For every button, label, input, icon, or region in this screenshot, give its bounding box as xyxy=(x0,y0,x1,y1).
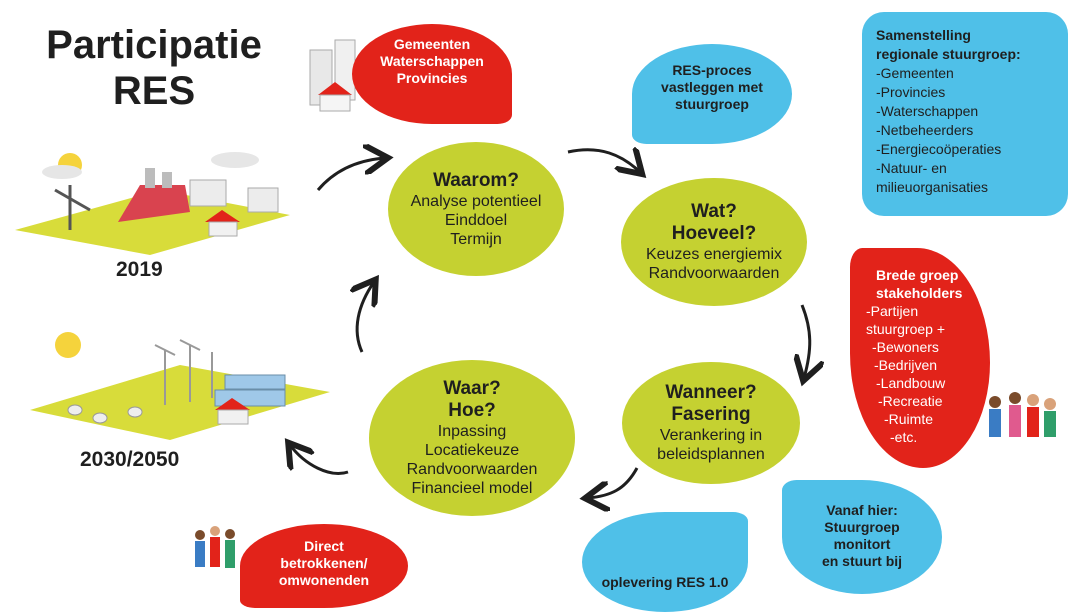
bubble-line: stuurgroep xyxy=(675,96,749,112)
bubble-line: -etc. xyxy=(890,429,918,445)
wanneer-line: beleidsplannen xyxy=(657,446,765,463)
bubble-line: Stuurgroep xyxy=(824,519,900,535)
hoe-heading: Hoe? xyxy=(448,400,496,421)
oplevering-bubble: oplevering RES 1.0 xyxy=(582,512,748,612)
bubble-line: -Partijen xyxy=(866,303,919,319)
waar-line: Inpassing xyxy=(437,423,507,440)
box-line: Samenstelling xyxy=(876,27,971,43)
wanneer-line: Verankering in xyxy=(659,427,763,444)
arrow-to-waarom xyxy=(316,158,385,191)
bubble-line: Waterschappen xyxy=(380,53,484,69)
bubble-line: -Recreatie xyxy=(878,393,943,409)
hoeveel-heading: Hoeveel? xyxy=(671,223,757,244)
box-line: -Energiecoöperaties xyxy=(876,141,1002,157)
res-proces-bubble: RES-proces vastleggen met stuurgroep xyxy=(632,44,792,144)
arrow-to-waar xyxy=(588,467,639,498)
bubble-line: Vanaf hier: xyxy=(826,502,898,518)
bubble-line: Provincies xyxy=(396,70,468,86)
waarom-line: Analyse potentieel xyxy=(410,192,542,210)
bubble-line: -Landbouw xyxy=(876,375,946,391)
waar-line: Randvoorwaarden xyxy=(406,461,538,478)
box-line: -Netbeheerders xyxy=(876,122,974,138)
bubble-line: en stuurt bij xyxy=(821,553,903,569)
people-right-illustration xyxy=(989,392,1056,437)
cycle-arrows xyxy=(290,150,810,498)
arrow-to-wanneer xyxy=(802,304,810,378)
bubble-line: omwonenden xyxy=(278,572,370,588)
waar-heading: Waar? xyxy=(443,378,501,399)
vanaf-hier-bubble: Vanaf hier: Stuurgroep monitort en stuur… xyxy=(782,480,942,594)
waar-line: Locatiekeuze xyxy=(424,442,520,459)
arrow-to-waarom-loop xyxy=(357,282,374,353)
bubble-line: Direct xyxy=(304,538,344,554)
brede-groep-bubble: Brede groep stakeholders -Partijen stuur… xyxy=(850,248,990,468)
wat-heading: Wat? xyxy=(691,201,737,222)
box-line: -Waterschappen xyxy=(876,103,979,119)
title-line-2: RES xyxy=(112,69,196,113)
bubble-line: Gemeenten xyxy=(393,36,471,52)
bubble-line: vastleggen met xyxy=(661,79,763,95)
samenstelling-box: Samenstelling regionale stuurgroep: -Gem… xyxy=(862,12,1068,216)
waar-line: Financieel model xyxy=(411,480,533,497)
people-bottom-left-illustration xyxy=(195,526,235,568)
waarom-line: Termijn xyxy=(450,230,502,248)
year-2030-label: 2030/2050 xyxy=(80,448,180,471)
bubble-line: Brede groep xyxy=(876,267,959,283)
bubble-line: betrokkenen/ xyxy=(280,555,368,571)
waar-ellipse: Waar? Hoe? Inpassing Locatiekeuze Randvo… xyxy=(369,360,575,516)
arrow-to-wat xyxy=(567,150,640,172)
wat-line: Randvoorwaarden xyxy=(648,265,780,282)
bubble-line: stakeholders xyxy=(876,285,963,301)
bubble-line: stuurgroep + xyxy=(866,321,945,337)
box-line: -Provincies xyxy=(876,84,946,100)
bubble-line: oplevering RES 1.0 xyxy=(601,574,729,590)
bubble-line: -Bewoners xyxy=(872,339,939,355)
gemeenten-bubble: Gemeenten Waterschappen Provincies xyxy=(352,24,512,124)
box-line: -Natuur- en xyxy=(876,160,947,176)
renewable-landscape-illustration xyxy=(30,332,330,440)
year-2019-label: 2019 xyxy=(116,258,163,281)
wanneer-heading: Wanneer? xyxy=(665,382,757,403)
arrow-to-2030 xyxy=(290,445,349,475)
industry-landscape-illustration xyxy=(15,152,290,255)
bubble-line: -Bedrijven xyxy=(874,357,938,373)
title-line-1: Participatie xyxy=(46,23,262,67)
bubble-line: monitort xyxy=(833,536,891,552)
page-title: Participatie RES xyxy=(34,22,274,114)
box-line: regionale stuurgroep: xyxy=(876,46,1021,62)
wat-ellipse: Wat? Hoeveel? Keuzes energiemix Randvoor… xyxy=(621,178,807,306)
bubble-line: RES-proces xyxy=(672,62,752,78)
waarom-heading: Waarom? xyxy=(433,169,519,191)
wanneer-ellipse: Wanneer? Fasering Verankering in beleids… xyxy=(622,362,800,484)
waarom-ellipse: Waarom? Analyse potentieel Einddoel Term… xyxy=(388,142,564,276)
bubble-line: -Ruimte xyxy=(884,411,934,427)
waarom-line: Einddoel xyxy=(444,211,508,229)
wat-line: Keuzes energiemix xyxy=(645,246,783,263)
box-line: -Gemeenten xyxy=(876,65,954,81)
houses-illustration xyxy=(309,39,356,112)
fasering-heading: Fasering xyxy=(671,404,751,425)
box-line: milieuorganisaties xyxy=(876,179,989,195)
direct-betrokkenen-bubble: Direct betrokkenen/ omwonenden xyxy=(240,524,408,608)
